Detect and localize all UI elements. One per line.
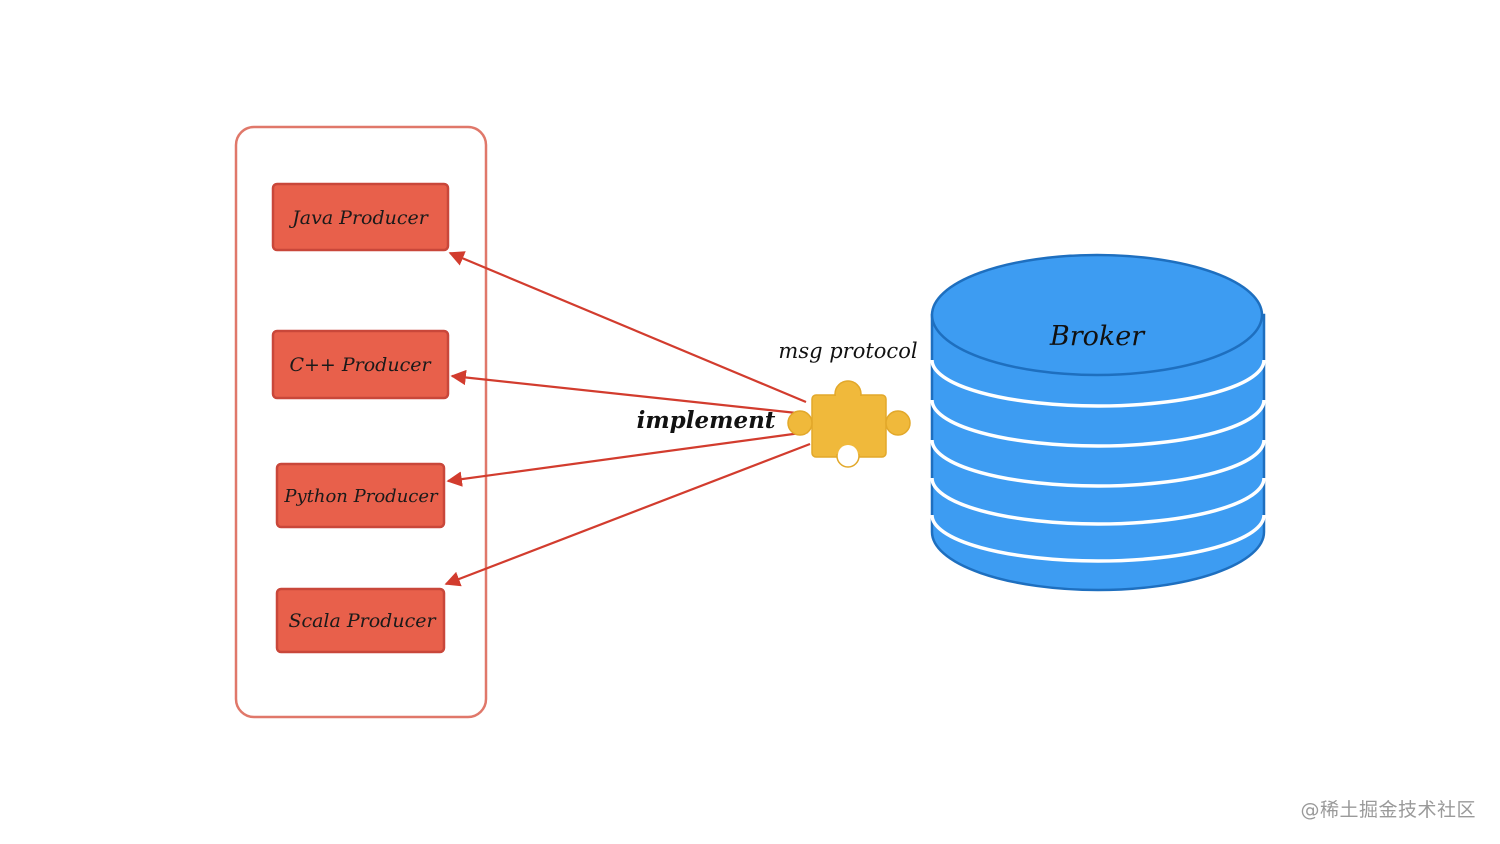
producer-box-cpp[interactable]: C++ Producer <box>271 329 450 400</box>
broker-label: Broker <box>1049 321 1146 352</box>
msg-protocol-label: msg protocol <box>778 339 917 363</box>
arrow-to-cpp <box>450 369 807 416</box>
implement-arrows <box>444 251 811 587</box>
producer-box-scala[interactable]: Scala Producer <box>275 587 446 654</box>
producer-label-python: Python Producer <box>283 486 439 507</box>
producer-box-python[interactable]: Python Producer <box>275 462 446 529</box>
producer-label-cpp: C++ Producer <box>289 354 432 376</box>
puzzle-piece-icon <box>787 380 911 468</box>
cylinder-band-5 <box>930 514 1266 563</box>
cylinder-band-1 <box>930 359 1266 408</box>
producer-group-box <box>234 125 488 719</box>
arrow-to-java <box>448 251 807 404</box>
producer-box-java[interactable]: Java Producer <box>271 182 450 252</box>
producer-label-scala: Scala Producer <box>288 610 437 632</box>
implement-label: implement <box>637 407 776 434</box>
cylinder-top <box>930 253 1264 377</box>
cylinder-band-2 <box>930 399 1266 448</box>
watermark-text: @稀土掘金技术社区 <box>1300 799 1476 821</box>
producer-label-java: Java Producer <box>288 207 430 229</box>
arrow-to-python <box>446 430 809 487</box>
cylinder-band-4 <box>930 477 1266 526</box>
cylinder-band-3 <box>930 439 1266 488</box>
database-cylinder-icon <box>930 253 1266 592</box>
arrow-to-scala <box>444 442 811 587</box>
